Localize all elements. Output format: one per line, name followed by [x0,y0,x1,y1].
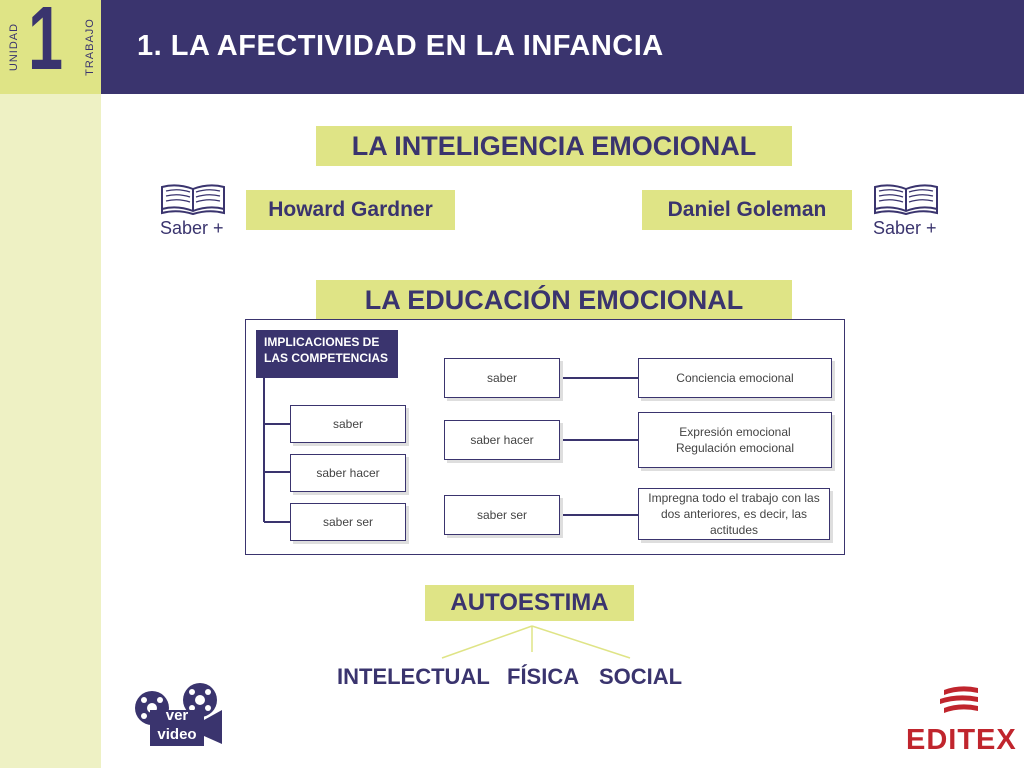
autoestima-intelectual: INTELECTUAL [337,664,490,689]
section-title-educacion: LA EDUCACIÓN EMOCIONAL [316,280,792,320]
editex-logo-mark [940,686,978,713]
work-label: TRABAJO [84,18,96,76]
mid-node-saber: saber [444,358,560,398]
section-title-autoestima: AUTOESTIMA [425,585,634,621]
video-label: ver video [157,707,197,743]
video-button[interactable]: ver video [130,680,225,752]
saber-plus-link[interactable]: Saber + [160,218,224,238]
competencies-diagram: IMPLICACIONES DE LAS COMPETENCIAS saber … [245,319,845,555]
autoestima-connectors [441,625,631,659]
saber-plus-link[interactable]: Saber + [873,218,937,238]
sidebar [0,0,101,768]
author-daniel-goleman: Daniel Goleman [642,190,852,230]
right-node-conciencia: Conciencia emocional [638,358,832,398]
right-node-actitudes: Impregna todo el trabajo con las dos ant… [638,488,830,540]
book-icon[interactable] [160,183,226,215]
editex-logo: EDITEX [906,724,1017,756]
section-title-inteligencia: LA INTELIGENCIA EMOCIONAL [316,126,792,166]
autoestima-social: SOCIAL [599,664,683,689]
unit-label: UNIDAD [8,22,20,72]
right-node-expresion-regulacion: Expresión emocional Regulación emocional [638,412,832,468]
left-node-saber: saber [290,405,406,443]
implications-header: IMPLICACIONES DE LAS COMPETENCIAS [256,330,398,378]
unit-number: 1 [28,0,64,89]
left-node-saber-hacer: saber hacer [290,454,406,492]
author-howard-gardner: Howard Gardner [246,190,455,230]
diagram-connectors [263,377,638,523]
autoestima-fisica: FÍSICA [507,664,580,689]
mid-node-saber-hacer: saber hacer [444,420,560,460]
unit-badge: UNIDAD 1 TRABAJO [0,0,101,94]
header-bar: 1. LA AFECTIVIDAD EN LA INFANCIA [101,0,1024,94]
page-title: 1. LA AFECTIVIDAD EN LA INFANCIA [137,30,664,62]
projector-icon [135,683,222,746]
left-node-saber-ser: saber ser [290,503,406,541]
mid-node-saber-ser: saber ser [444,495,560,535]
book-icon[interactable] [873,183,939,215]
